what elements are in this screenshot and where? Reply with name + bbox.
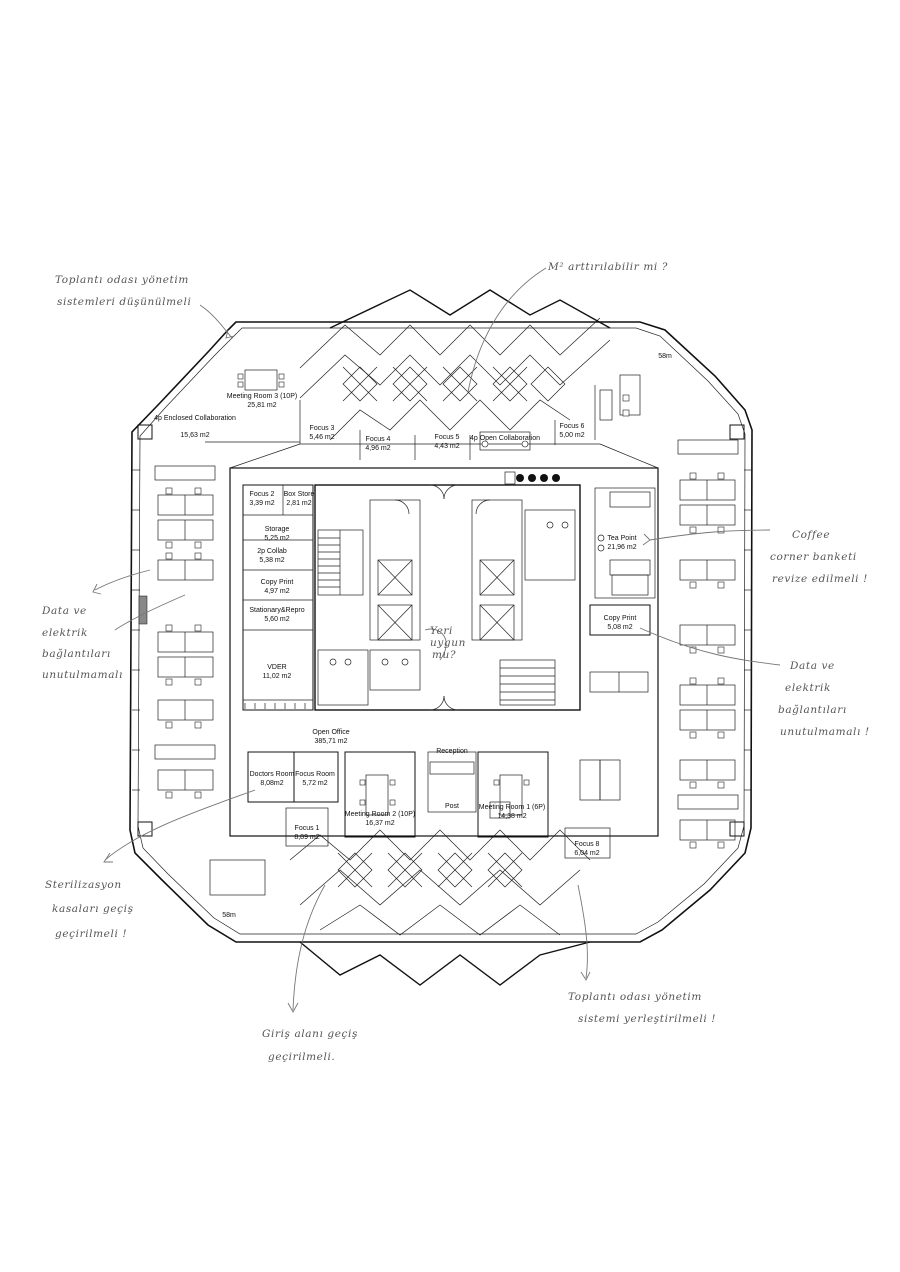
building-core <box>314 484 581 711</box>
dimension-sw: 58m <box>222 912 236 919</box>
room-2p-collab-area: 5,38 m2 <box>259 557 284 564</box>
note-left-mid-3: bağlantıları <box>42 647 111 660</box>
room-focus-3-area: 5,46 m2 <box>309 434 334 441</box>
note-left-mid-2: elektrik <box>42 627 88 639</box>
note-core-1: Yeri <box>430 625 453 637</box>
building-envelope <box>129 321 753 943</box>
room-open-collab-name: 4p Open Collaboration <box>470 435 540 442</box>
room-meeting-3-area: 25,81 m2 <box>247 402 276 409</box>
note-right-mid-1: Data ve <box>789 660 835 672</box>
workstations <box>154 369 739 896</box>
note-right-top-3: revize edilmeli ! <box>772 573 868 585</box>
room-focus-8-area: 6,04 m2 <box>574 850 599 857</box>
note-top-left-1: Toplantı odası yönetim <box>55 274 189 286</box>
room-meeting-2-name: Meeting Room 2 (10P) <box>345 811 415 818</box>
room-post-name: Post <box>445 803 459 810</box>
room-focus-4-name: Focus 4 <box>366 436 391 443</box>
north-diamond-facade <box>299 289 611 441</box>
room-focus-2-area: 3,39 m2 <box>249 500 274 507</box>
room-open-office-name: Open Office <box>312 729 349 736</box>
room-focus-1-area: 8,89 m2 <box>294 834 319 841</box>
room-meeting-3-name: Meeting Room 3 (10P) <box>227 393 297 400</box>
room-vder-name: VDER <box>267 664 286 671</box>
room-copy-print-e-name: Copy Print <box>604 615 637 622</box>
room-copy-print-w-area: 4,97 m2 <box>264 588 289 595</box>
room-reception-name: Reception <box>436 748 468 755</box>
note-top-left-2: sistemleri düşünülmeli <box>57 296 191 308</box>
pencil-markups <box>92 267 781 1013</box>
room-focus-2-name: Focus 2 <box>250 491 275 498</box>
room-storage-name: Storage <box>265 526 290 533</box>
dimension-ne: 58m <box>658 353 672 360</box>
room-enclosed-collab-name: 4p Enclosed Collaboration <box>154 415 236 422</box>
room-tea-point-area: 21,96 m2 <box>607 544 636 551</box>
south-diamond-facade <box>289 829 591 986</box>
note-left-mid-1: Data ve <box>41 605 87 617</box>
room-labels: Meeting Room 3 (10P) 25,81 m2 4p Enclose… <box>154 353 672 919</box>
note-right-top-2: corner banketi <box>770 551 857 563</box>
room-copy-print-w-name: Copy Print <box>261 579 294 586</box>
chairs <box>165 373 725 849</box>
west-service-rooms <box>242 484 314 711</box>
room-focus-4-area: 4,96 m2 <box>365 445 390 452</box>
room-doctors-area: 8,08m2 <box>260 780 283 787</box>
note-bottom-right-1: Toplantı odası yönetim <box>568 991 702 1003</box>
south-rooms <box>247 751 611 859</box>
room-2p-collab-name: 2p Collab <box>257 548 287 555</box>
note-left-low-3: geçirilmeli ! <box>55 928 127 940</box>
note-bottom-right-2: sistemi yerleştirilmeli ! <box>578 1013 716 1025</box>
room-vder-area: 11,02 m2 <box>263 673 292 680</box>
room-storage-area: 5,25 m2 <box>264 535 289 542</box>
room-box-store-name: Box Store <box>284 491 315 498</box>
room-focus-6-area: 5,00 m2 <box>559 432 584 439</box>
note-right-top-1: Coffee <box>792 529 830 541</box>
room-focus-5-name: Focus 5 <box>435 434 460 441</box>
room-focus-5-area: 4,43 m2 <box>434 443 459 450</box>
room-enclosed-collab-area: 15,63 m2 <box>180 432 209 439</box>
room-meeting-1-name: Meeting Room 1 (6P) <box>479 804 546 811</box>
note-top-center: M² arttırılabilir mi ? <box>547 261 668 273</box>
room-doctors-name: Doctors Room <box>250 771 295 778</box>
east-service-rooms <box>504 471 656 636</box>
note-core-3: mu? <box>432 649 456 661</box>
room-focus-6-name: Focus 6 <box>560 423 585 430</box>
room-focus-room-name: Focus Room <box>295 771 335 778</box>
note-right-mid-3: bağlantıları <box>778 703 847 716</box>
room-focus-1-name: Focus 1 <box>295 825 320 832</box>
room-focus-3-name: Focus 3 <box>310 425 335 432</box>
note-bottom-center-2: geçirilmeli. <box>268 1051 335 1063</box>
note-left-mid-4: unutulmamalı <box>42 669 123 681</box>
room-stationary-name: Stationary&Repro <box>249 607 304 614</box>
note-left-low-2: kasaları geçiş <box>52 903 134 915</box>
note-right-mid-4: unutulmamalı ! <box>780 726 870 738</box>
room-meeting-1-area: 14,38 m2 <box>497 813 526 820</box>
note-left-low-1: Sterilizasyon <box>45 879 122 891</box>
room-stationary-area: 5,60 m2 <box>264 616 289 623</box>
room-focus-8-name: Focus 8 <box>575 841 600 848</box>
note-core-2: uygun <box>430 637 466 649</box>
handwritten-notes: Toplantı odası yönetim sistemleri düşünü… <box>41 261 870 1063</box>
room-focus-room-area: 5,72 m2 <box>302 780 327 787</box>
room-meeting-2-area: 16,37 m2 <box>365 820 394 827</box>
inner-walls <box>205 385 659 837</box>
room-tea-point-name: Tea Point <box>607 535 636 542</box>
note-right-mid-2: elektrik <box>785 682 831 694</box>
room-box-store-area: 2,81 m2 <box>286 500 311 507</box>
room-copy-print-e-area: 5,08 m2 <box>607 624 632 631</box>
note-bottom-center-1: Giriş alanı geçiş <box>262 1028 358 1040</box>
room-open-office-area: 385,71 m2 <box>314 738 347 745</box>
